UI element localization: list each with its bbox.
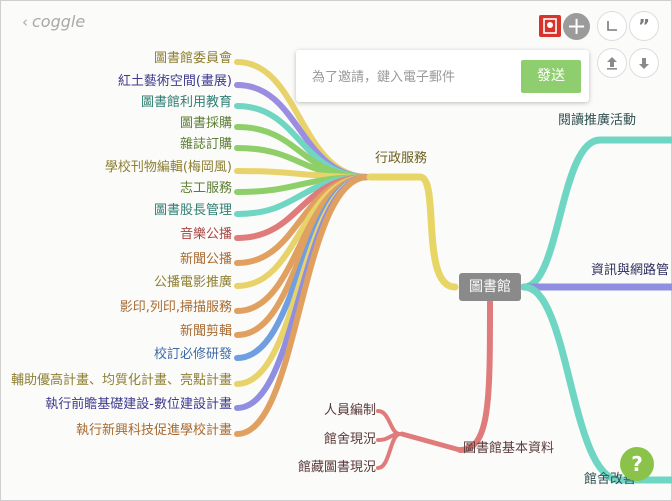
admin-item-node[interactable]: 圖書館委員會	[153, 51, 232, 66]
invite-email-input[interactable]	[298, 60, 532, 94]
plus-icon: +	[566, 12, 587, 40]
admin-item-node[interactable]: 輔助優高計畫、均質化計畫、亮點計畫	[10, 373, 232, 388]
admin-item-node[interactable]: 圖書股長管理	[153, 203, 232, 218]
chevron-left-icon: ‹	[22, 13, 28, 31]
admin-item-14-prefix: 輔助優高計畫、	[10, 373, 102, 388]
quote-icon: ”	[638, 15, 650, 37]
branch-node-reading[interactable]: 閱讀推廣活動	[558, 113, 637, 128]
download-button[interactable]	[629, 48, 659, 78]
admin-item-node[interactable]: 圖書採購	[179, 116, 232, 131]
comments-button[interactable]: ”	[629, 11, 659, 41]
clock-icon	[607, 21, 617, 31]
admin-item-node[interactable]: 新聞剪輯	[179, 324, 232, 339]
upload-icon	[607, 57, 617, 70]
admin-item-node[interactable]: 新聞公播	[179, 252, 232, 267]
basic-item-node[interactable]: 館藏圖書現況	[297, 460, 376, 475]
branch-line-admin-item	[234, 174, 371, 437]
add-collaborator-button[interactable]: +	[563, 13, 590, 40]
admin-item-node[interactable]: 執行新興科技促進學校計畫	[75, 423, 232, 438]
admin-item-node[interactable]: 紅土藝術空間(畫展)	[117, 74, 232, 89]
admin-item-node[interactable]: 影印,列印,掃描服務	[119, 300, 232, 315]
branch-node-admin[interactable]: 行政服務	[375, 151, 428, 166]
upload-button[interactable]	[597, 48, 627, 78]
root-node[interactable]: 圖書館	[459, 273, 521, 301]
user-avatar[interactable]	[539, 15, 561, 37]
branch-line-reading	[520, 136, 672, 291]
branch-line-basic-item	[376, 409, 402, 436]
invite-popup	[296, 50, 589, 102]
admin-item-node[interactable]: 雜誌訂購	[179, 137, 232, 152]
admin-item-node[interactable]: 學校刊物編輯(梅岡風)	[104, 160, 232, 175]
admin-item-node[interactable]: 執行前瞻基礎建設-數位建設計畫	[45, 397, 232, 412]
branch-line-admin-to-root	[416, 173, 459, 291]
branch-node-basic[interactable]: 圖書館基本資料	[463, 441, 555, 456]
admin-item-node[interactable]: 校訂必修研發	[153, 347, 232, 362]
history-button[interactable]	[597, 11, 627, 41]
send-invite-button[interactable]: 發送	[521, 60, 581, 93]
basic-item-node[interactable]: 人員編制	[323, 403, 376, 418]
branch-line-basic-item	[376, 432, 402, 470]
branch-line-basic	[457, 299, 493, 453]
branch-line-building	[520, 283, 672, 484]
download-icon	[639, 58, 649, 69]
admin-item-node[interactable]: 志工服務	[179, 181, 232, 196]
brand-name: coggle	[32, 12, 86, 31]
admin-item-node[interactable]: 音樂公播	[179, 227, 232, 242]
branch-line-basic-hub	[399, 431, 463, 453]
admin-item-node[interactable]: 圖書館利用教育	[140, 95, 232, 110]
admin-item-node[interactable]: 公播電影推廣	[153, 275, 232, 290]
branch-node-building[interactable]: 館舍改善	[584, 472, 637, 487]
branch-node-network[interactable]: 資訊與網路管	[591, 263, 670, 278]
avatar-icon	[543, 18, 557, 34]
basic-item-node[interactable]: 館舍現況	[323, 432, 376, 447]
help-button[interactable]: ?	[620, 447, 654, 481]
brand-logo[interactable]: ‹coggle	[22, 12, 85, 31]
